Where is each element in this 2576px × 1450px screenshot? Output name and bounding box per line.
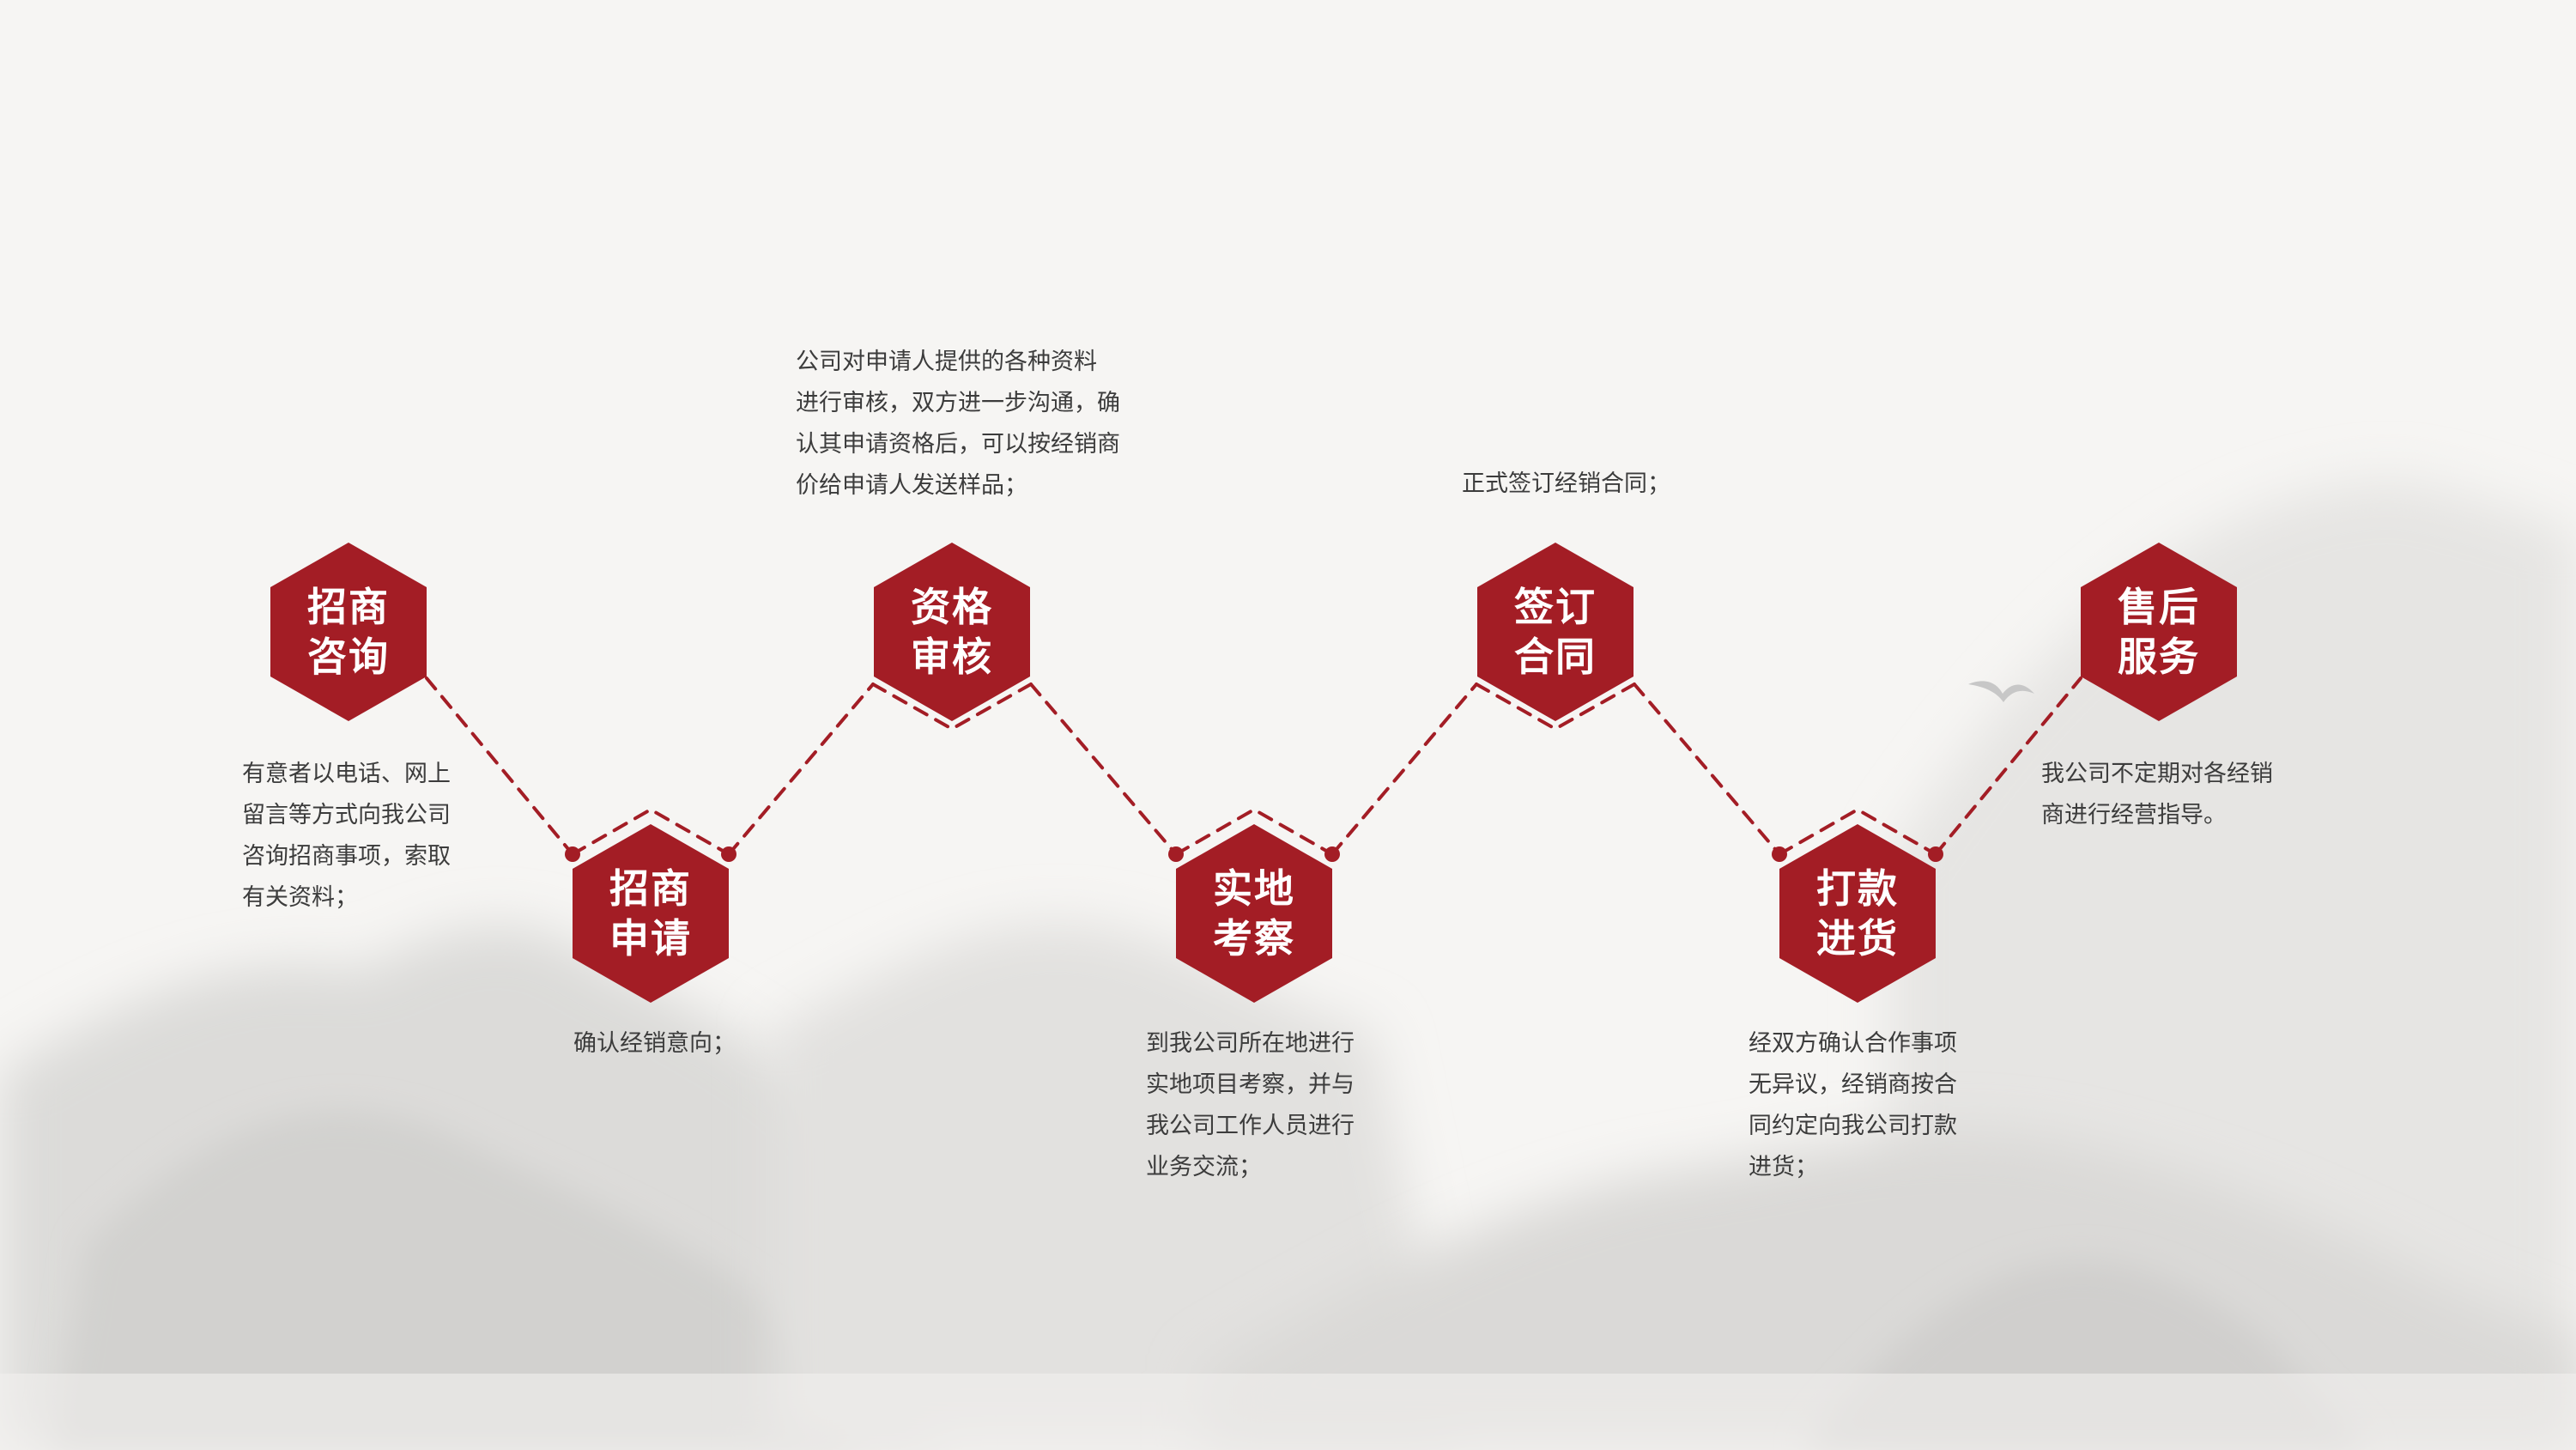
node-dot <box>1324 846 1340 862</box>
connector-6-7 <box>1934 676 2082 856</box>
step-4-description: 到我公司所在地进行 实地项目考察，并与 我公司工作人员进行 业务交流； <box>1146 1030 1355 1180</box>
chevron-hex6 <box>1778 807 1937 856</box>
hexagon-step-2 <box>573 824 729 1003</box>
step-2-title: 招商 申请 <box>609 865 692 962</box>
chevron-hex4 <box>1174 807 1334 856</box>
chevron-hex2 <box>571 807 730 856</box>
step-5-title: 签订 合同 <box>1514 584 1597 680</box>
bird-icon <box>1968 681 2034 702</box>
connector-2-3 <box>727 683 875 856</box>
step-6-title: 打款 进货 <box>1816 865 1899 962</box>
hexagon-step-3 <box>874 543 1030 721</box>
step-7-description: 我公司不定期对各经销 商进行经营指导。 <box>2041 761 2273 828</box>
node-dot <box>1928 846 1943 862</box>
hexagon-step-6 <box>1779 824 1936 1003</box>
step-2-description: 确认经销意向； <box>573 1030 736 1057</box>
step-5-description: 正式签订经销合同； <box>1462 470 1670 497</box>
node-dot <box>565 846 580 862</box>
hexagon-step-7 <box>2081 543 2237 721</box>
node-dot <box>721 846 736 862</box>
step-1-title: 招商 咨询 <box>307 584 390 680</box>
step-3-description: 公司对申请人提供的各种资料 进行审核，双方进一步沟通，确 认其申请资格后，可以按… <box>796 349 1120 499</box>
chevron-hex3 <box>871 683 1033 731</box>
hexagon-step-1 <box>270 543 427 721</box>
step-1-description: 有意者以电话、网上 留言等方式向我公司 咨询招商事项，索取 有关资料； <box>242 761 451 911</box>
step-4-title: 实地 考察 <box>1213 865 1295 962</box>
connector-1-2 <box>425 676 574 856</box>
step-3-title: 资格 审核 <box>911 584 993 680</box>
step-7-title: 售后 服务 <box>2118 584 2200 680</box>
hexagon-step-5 <box>1477 543 1633 721</box>
step-6-description: 经双方确认合作事项 无异议，经销商按合 同约定向我公司打款 进货； <box>1749 1030 1957 1180</box>
hexagon-step-4 <box>1176 824 1332 1003</box>
node-dot <box>1772 846 1787 862</box>
chevron-hex5 <box>1475 683 1636 731</box>
connector-5-6 <box>1633 683 1781 856</box>
connector-4-5 <box>1330 683 1478 856</box>
connector-3-4 <box>1029 683 1178 856</box>
node-dot <box>1168 846 1184 862</box>
